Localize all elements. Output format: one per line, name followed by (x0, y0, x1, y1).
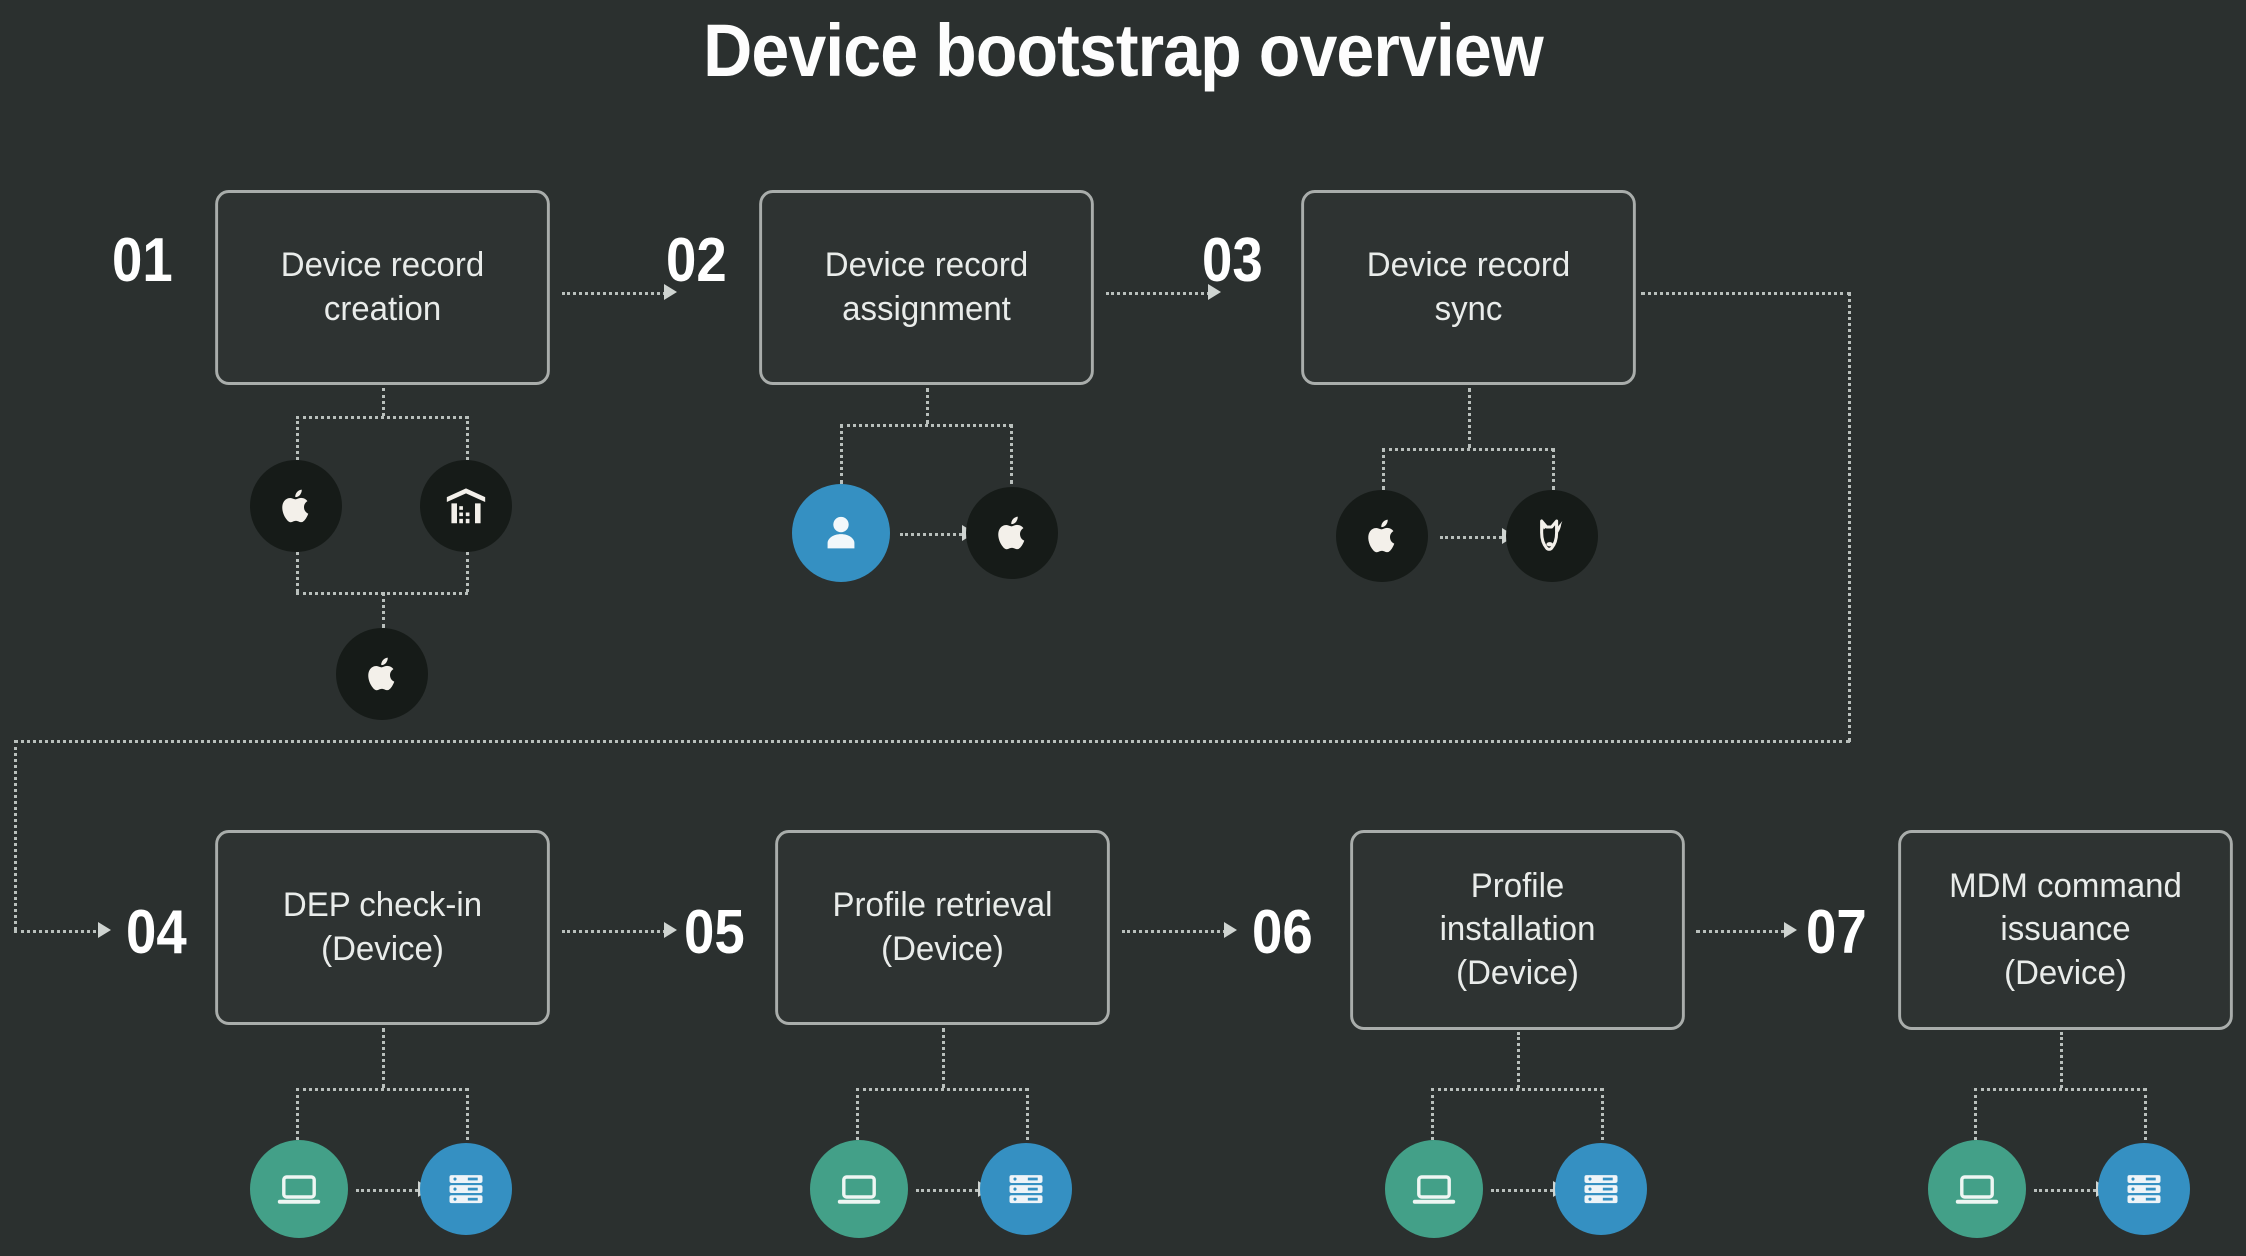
step-box-device-record-sync[interactable]: Device record sync (1301, 190, 1636, 385)
icon-drop-07-right (2144, 1088, 2147, 1140)
wrap-connector-right (1848, 292, 1851, 742)
icon-bus-05 (856, 1088, 1028, 1091)
icon-circle-laptop-07[interactable] (1928, 1140, 2026, 1238)
icon-link-03 (1440, 536, 1508, 539)
apple-icon (1360, 514, 1404, 558)
icon-bus-04 (296, 1088, 468, 1091)
icon-bus-02 (840, 424, 1012, 427)
warehouse-icon (443, 483, 489, 529)
icon-stem-04 (382, 1028, 385, 1088)
arrow-05-06 (1224, 922, 1237, 938)
icon-circle-warehouse-01[interactable] (420, 460, 512, 552)
icon-circle-laptop-04[interactable] (250, 1140, 348, 1238)
icon-drop-07-left (1974, 1088, 1977, 1140)
step-number-03: 03 (1202, 226, 1263, 295)
arrow-04-05 (664, 922, 677, 938)
icon-drop-06-right (1601, 1088, 1604, 1140)
arrow-02-03 (1208, 284, 1221, 300)
step-number-07: 07 (1806, 898, 1867, 967)
step-box-device-record-creation[interactable]: Device record creation (215, 190, 550, 385)
step-number-06: 06 (1252, 898, 1313, 967)
step-number-05: 05 (684, 898, 745, 967)
icon-drop-05-left (856, 1088, 859, 1140)
icon-link-07 (2034, 1189, 2102, 1192)
icon-drop-03-left (1382, 448, 1385, 490)
icon-drop-01-right (466, 416, 469, 460)
icon-drop-01-left (296, 416, 299, 460)
step-box-dep-check-in[interactable]: DEP check-in (Device) (215, 830, 550, 1025)
icon-link-06 (1491, 1189, 1559, 1192)
laptop-icon (1410, 1165, 1458, 1213)
connector-05-06 (1122, 930, 1232, 933)
icon-bus-06 (1431, 1088, 1603, 1091)
icon-stem-01-lower (382, 592, 385, 628)
laptop-icon (835, 1165, 883, 1213)
icon-stem-03 (1468, 388, 1471, 448)
step-number-01: 01 (112, 226, 173, 295)
icon-drop-03-right (1552, 448, 1555, 490)
step-box-profile-installation[interactable]: Profile installation (Device) (1350, 830, 1685, 1030)
icon-drop-06-left (1431, 1088, 1434, 1140)
icon-link-02 (900, 533, 968, 536)
icon-circle-apple-03[interactable] (1336, 490, 1428, 582)
wrap-connector-left (14, 740, 17, 930)
apple-icon (360, 652, 404, 696)
step-number-02: 02 (666, 226, 727, 295)
icon-drop-02-left (840, 424, 843, 484)
icon-bus-03 (1382, 448, 1554, 451)
icon-bus-01 (296, 416, 468, 419)
icon-riser-01-right (466, 552, 469, 592)
connector-01-02 (562, 292, 672, 295)
icon-drop-04-right (466, 1088, 469, 1140)
wrap-connector-top (1641, 292, 1851, 295)
icon-link-04 (356, 1189, 424, 1192)
icon-link-05 (916, 1189, 984, 1192)
wrap-connector-into-04 (14, 930, 102, 933)
icon-stem-01 (382, 388, 385, 416)
icon-stem-05 (942, 1028, 945, 1088)
arrow-06-07 (1784, 922, 1797, 938)
step-number-04: 04 (126, 898, 187, 967)
icon-stem-07 (2060, 1032, 2063, 1088)
apple-icon (990, 511, 1034, 555)
icon-circle-user-02[interactable] (792, 484, 890, 582)
laptop-icon (1953, 1165, 2001, 1213)
icon-circle-server-07[interactable] (2098, 1143, 2190, 1235)
wrap-connector-bottom (14, 740, 1850, 743)
icon-drop-05-right (1026, 1088, 1029, 1140)
apple-icon (274, 484, 318, 528)
server-icon (1579, 1167, 1623, 1211)
icon-circle-apple-01b[interactable] (336, 628, 428, 720)
icon-circle-server-05[interactable] (980, 1143, 1072, 1235)
connector-02-03 (1106, 292, 1216, 295)
icon-circle-apple-01a[interactable] (250, 460, 342, 552)
step-box-profile-retrieval[interactable]: Profile retrieval (Device) (775, 830, 1110, 1025)
arrow-01-02 (664, 284, 677, 300)
arrow-wrap-into-04 (98, 922, 111, 938)
step-box-mdm-command-issuance[interactable]: MDM command issuance (Device) (1898, 830, 2233, 1030)
server-icon (444, 1167, 488, 1211)
laptop-icon (275, 1165, 323, 1213)
step-box-device-record-assignment[interactable]: Device record assignment (759, 190, 1094, 385)
page-title: Device bootstrap overview (703, 9, 1544, 92)
user-icon (818, 510, 864, 556)
icon-circle-server-06[interactable] (1555, 1143, 1647, 1235)
icon-circle-jamf-03[interactable] (1506, 490, 1598, 582)
icon-stem-06 (1517, 1032, 1520, 1088)
icon-riser-01-left (296, 552, 299, 592)
server-icon (1004, 1167, 1048, 1211)
icon-circle-laptop-06[interactable] (1385, 1140, 1483, 1238)
icon-circle-server-04[interactable] (420, 1143, 512, 1235)
connector-04-05 (562, 930, 672, 933)
icon-drop-02-right (1010, 424, 1013, 484)
icon-circle-laptop-05[interactable] (810, 1140, 908, 1238)
icon-circle-apple-02[interactable] (966, 487, 1058, 579)
jamf-dog-icon (1529, 513, 1575, 559)
connector-06-07 (1696, 930, 1792, 933)
icon-bus-07 (1974, 1088, 2146, 1091)
server-icon (2122, 1167, 2166, 1211)
icon-drop-04-left (296, 1088, 299, 1140)
icon-stem-02 (926, 388, 929, 424)
